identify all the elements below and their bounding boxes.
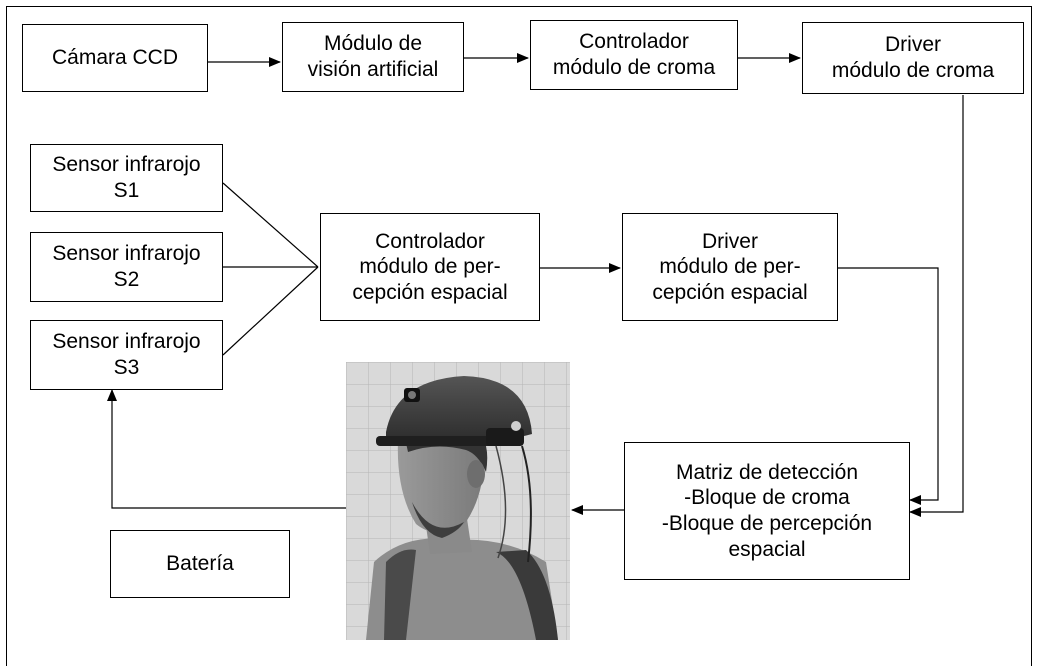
line-sensor1-to-controller: [222, 182, 319, 268]
sensor-s1-box: Sensor infrarojo S1: [30, 144, 223, 212]
chroma-driver-box: Driver módulo de croma: [802, 22, 1024, 94]
diagram-frame: [6, 6, 1032, 666]
detection-matrix-box: Matriz de detección -Bloque de croma -Bl…: [624, 442, 910, 580]
helmet-user-illustration: [346, 362, 570, 640]
vision-module-box: Módulo de visión artificial: [282, 22, 464, 92]
user-photo: [346, 362, 570, 640]
arrow-chroma-driver-to-matrix: [909, 95, 964, 517]
arrow-spatial-driver-to-matrix: [838, 267, 939, 505]
battery-box: Batería: [110, 530, 290, 598]
sensor-s2-box: Sensor infrarojo S2: [30, 232, 223, 302]
line-sensor3-to-controller: [222, 266, 319, 356]
chroma-controller-box: Controlador módulo de croma: [530, 20, 738, 90]
sensor-s3-box: Sensor infrarojo S3: [30, 320, 223, 390]
spatial-driver-box: Driver módulo de per- cepción espacial: [622, 213, 838, 321]
camera-box: Cámara CCD: [22, 24, 208, 92]
arrow-photo-to-sensor3: [107, 389, 346, 509]
spatial-controller-box: Controlador módulo de per- cepción espac…: [320, 213, 540, 321]
